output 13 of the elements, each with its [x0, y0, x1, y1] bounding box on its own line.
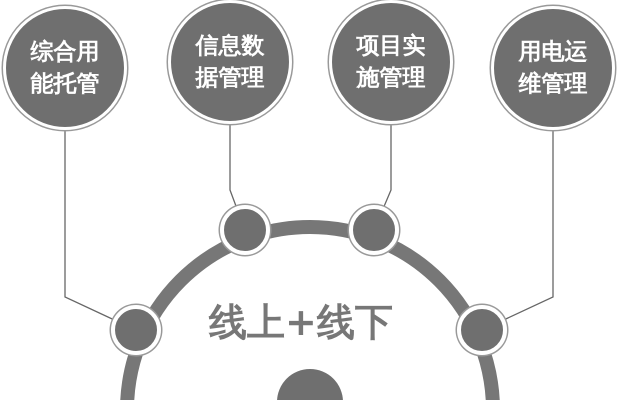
connector-dot	[457, 305, 507, 355]
leader-line	[383, 124, 392, 208]
service-label: 用电运维管理	[517, 38, 588, 99]
connector-dot	[349, 205, 399, 255]
connector-dot	[111, 305, 161, 355]
center-label: 线上+线下	[209, 299, 393, 346]
leader-line	[504, 130, 554, 320]
leader-line	[229, 124, 237, 207]
service-label: 信息数据管理	[194, 32, 266, 93]
connector-dot	[220, 205, 270, 255]
service-label: 项目实施管理	[355, 32, 426, 93]
leader-line	[64, 130, 114, 320]
service-label: 综合用能托管	[29, 38, 100, 99]
